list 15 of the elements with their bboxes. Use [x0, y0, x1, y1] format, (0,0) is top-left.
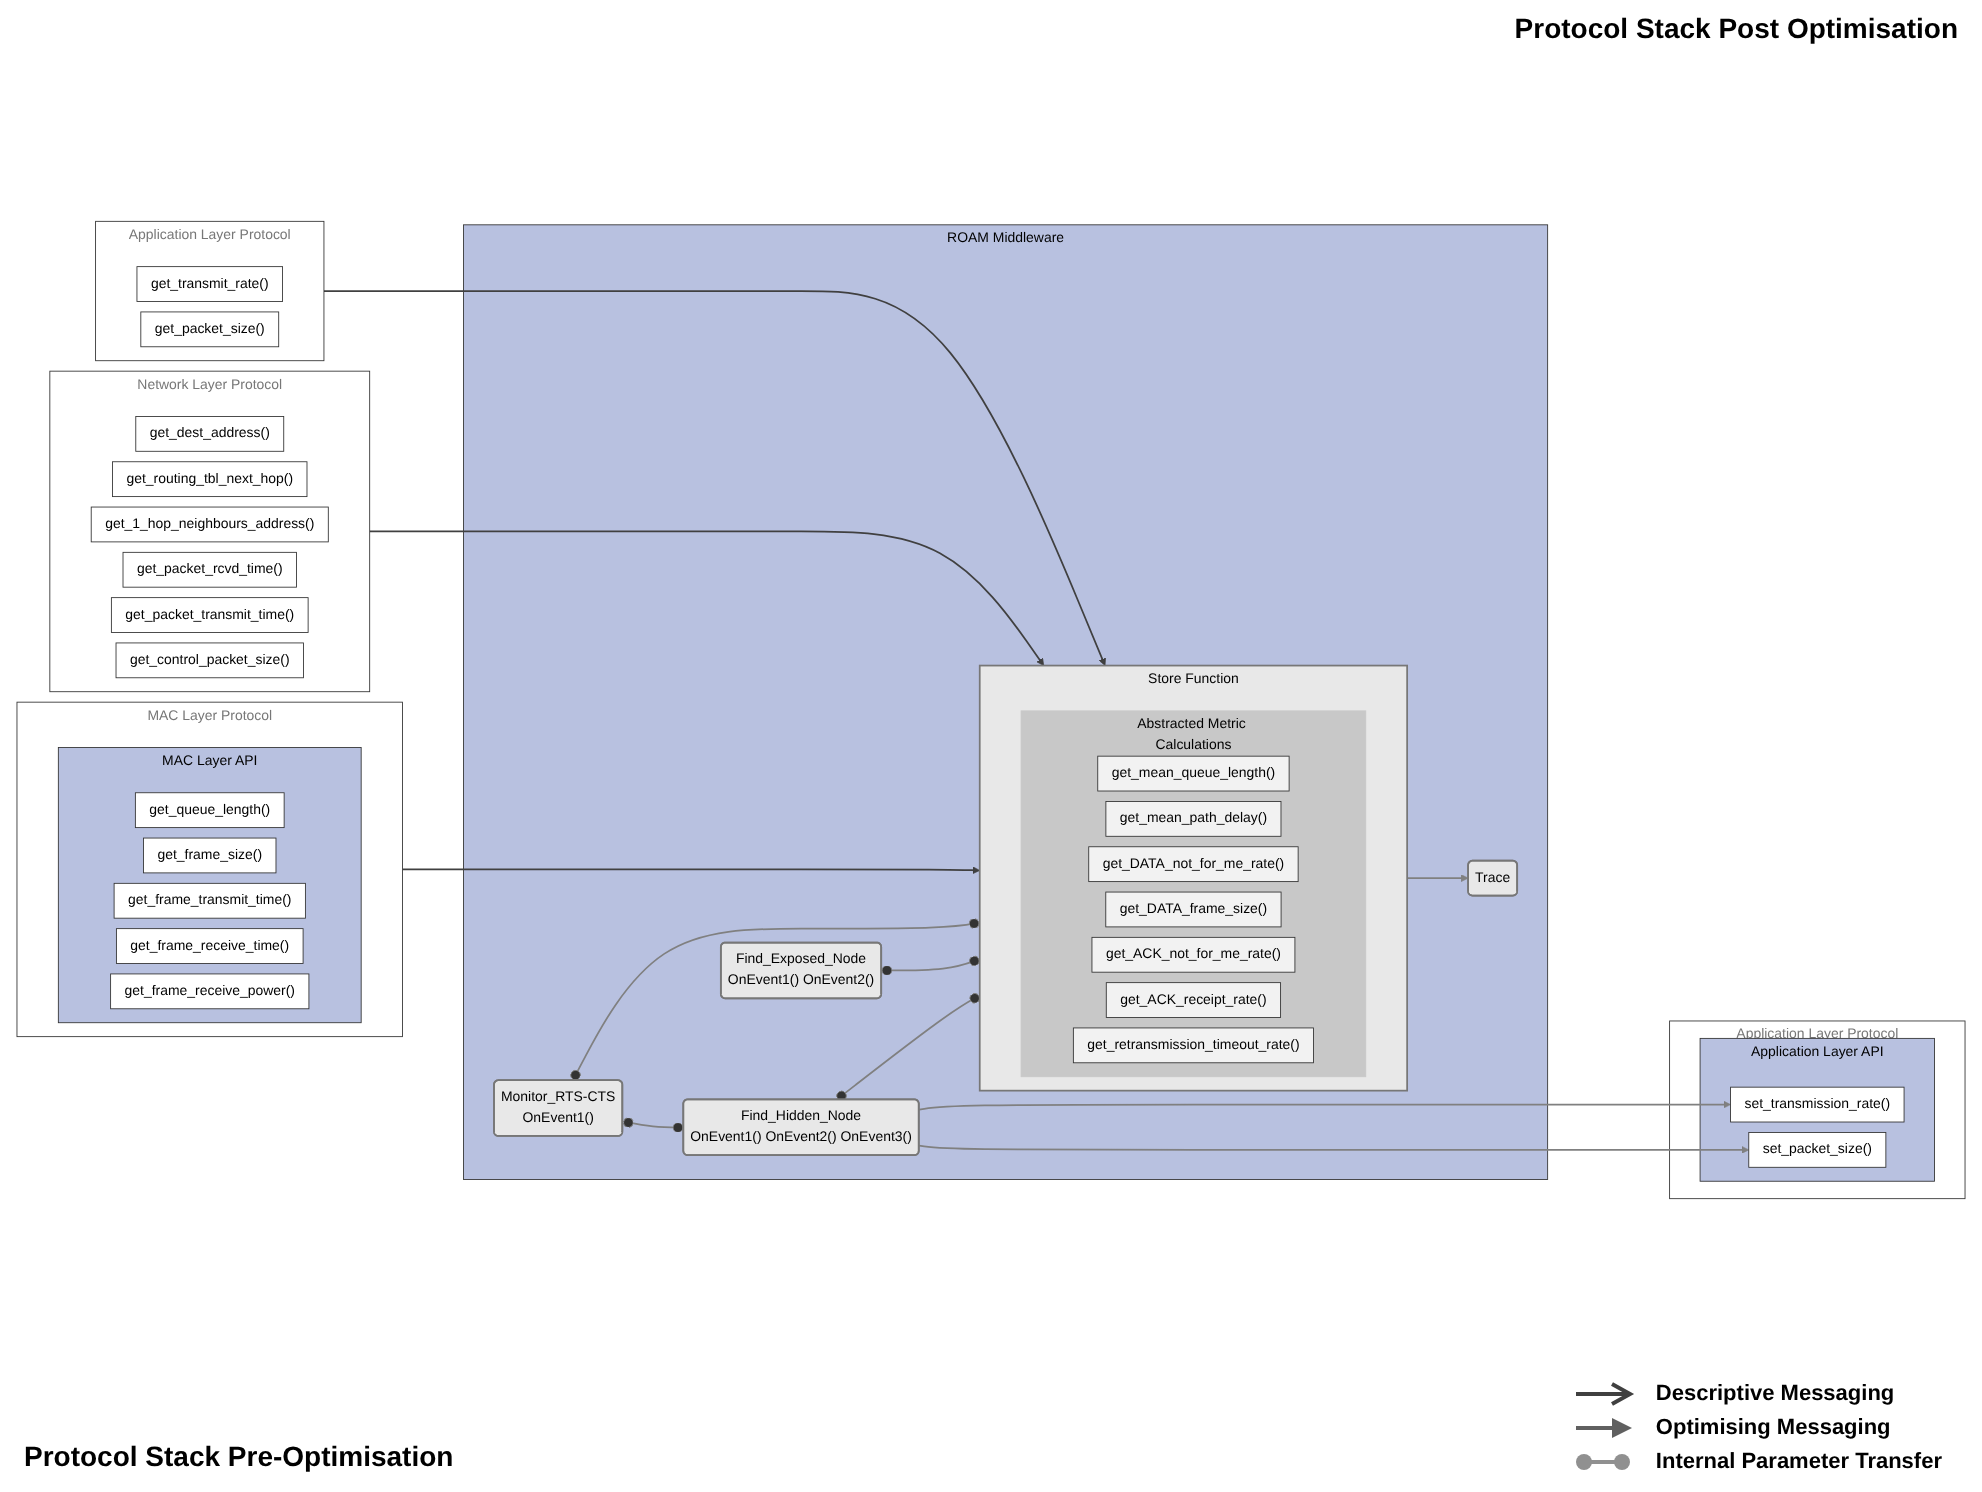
legend-label: Descriptive Messaging [1655, 1382, 1895, 1406]
connector [836, 993, 981, 1102]
legend-label: Internal Parameter Transfer [1655, 1450, 1942, 1474]
arrow [323, 290, 1106, 666]
stack-caption: Protocol Stack Pre-Optimisation [24, 1440, 454, 1472]
arrow [1406, 874, 1469, 882]
legend-label: Optimising Messaging [1655, 1416, 1891, 1440]
arrow [368, 530, 1045, 666]
stack-caption: Protocol Stack Post Optimisation [1514, 12, 1958, 44]
connector [621, 1117, 685, 1133]
arrow [918, 1100, 1731, 1111]
arrow [918, 1144, 1750, 1154]
arrow [401, 866, 981, 875]
connector [880, 955, 981, 976]
connector [570, 918, 981, 1082]
